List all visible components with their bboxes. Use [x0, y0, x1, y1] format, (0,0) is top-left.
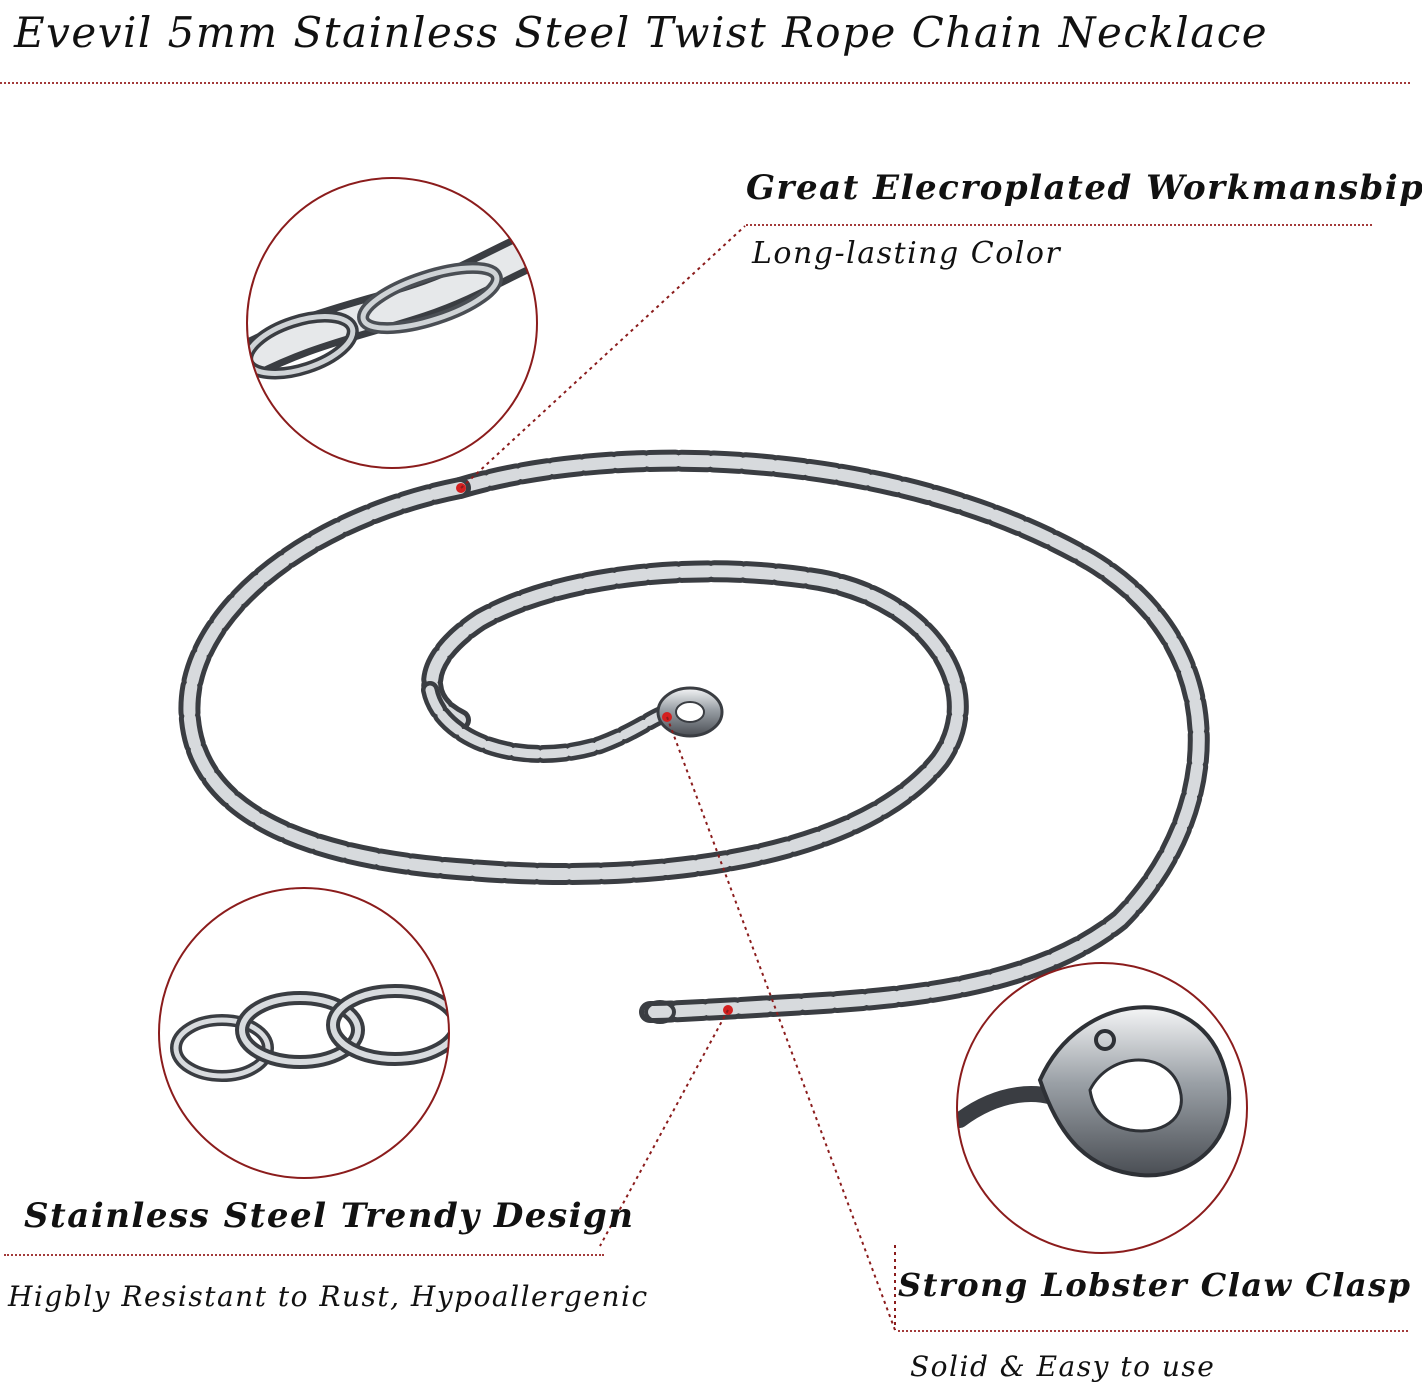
feature-workmanship-divider: [746, 224, 1372, 226]
chain-outer-loop: [449, 449, 1210, 1023]
feature-design-title: Stainless Steel Trendy Design: [24, 1196, 635, 1236]
leader-design: [599, 1009, 729, 1247]
feature-clasp-title: Strong Lobster Claw Clasp: [898, 1266, 1412, 1304]
end-ring: [644, 1000, 676, 1024]
leader-top: [460, 225, 746, 489]
zoom-circle-clasp: [956, 962, 1248, 1254]
feature-workmanship-title: Great Elecroplated Workmansbip: [746, 168, 1422, 208]
feature-clasp-divider: [898, 1330, 1408, 1332]
zoom-circle-curb-links: [158, 887, 450, 1179]
title-divider: [0, 82, 1410, 84]
page-title: Evevil 5mm Stainless Steel Twist Rope Ch…: [14, 8, 1269, 57]
feature-clasp-subtitle: Solid & Easy to use: [910, 1350, 1216, 1383]
zoom-circle-links: [246, 177, 538, 469]
feature-workmanship-subtitle: Long-lasting Color: [752, 236, 1062, 271]
feature-design-subtitle: Higbly Resistant to Rust, Hypoallergenic: [8, 1280, 649, 1313]
lobster-clasp: [656, 686, 724, 738]
feature-design-divider: [4, 1254, 604, 1256]
